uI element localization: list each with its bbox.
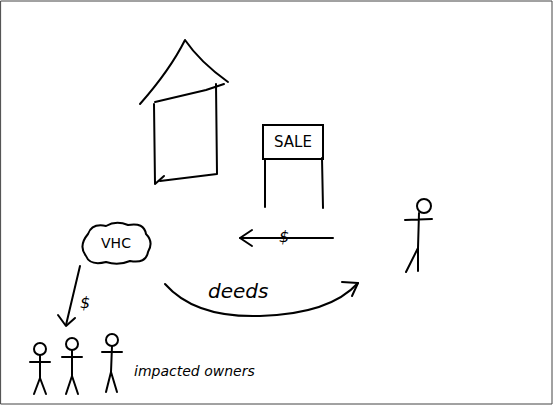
sketch-label: $ xyxy=(80,294,90,312)
sketch-label: $ xyxy=(279,228,289,246)
sketch-label: impacted owners xyxy=(134,362,255,380)
cloud-node: VHC xyxy=(78,220,154,266)
buyer-figure xyxy=(405,199,432,272)
cloud-path xyxy=(82,223,150,264)
node-text: VHC xyxy=(101,235,131,252)
payout-arrow xyxy=(58,266,80,326)
owner-figures xyxy=(30,334,122,394)
sketch-label: deeds xyxy=(208,282,268,300)
sign-posts xyxy=(265,158,323,208)
sign-box: SALE xyxy=(262,124,324,160)
house-sketch xyxy=(140,40,228,184)
deeds-arrow xyxy=(165,282,358,316)
node-text: SALE xyxy=(274,134,312,151)
